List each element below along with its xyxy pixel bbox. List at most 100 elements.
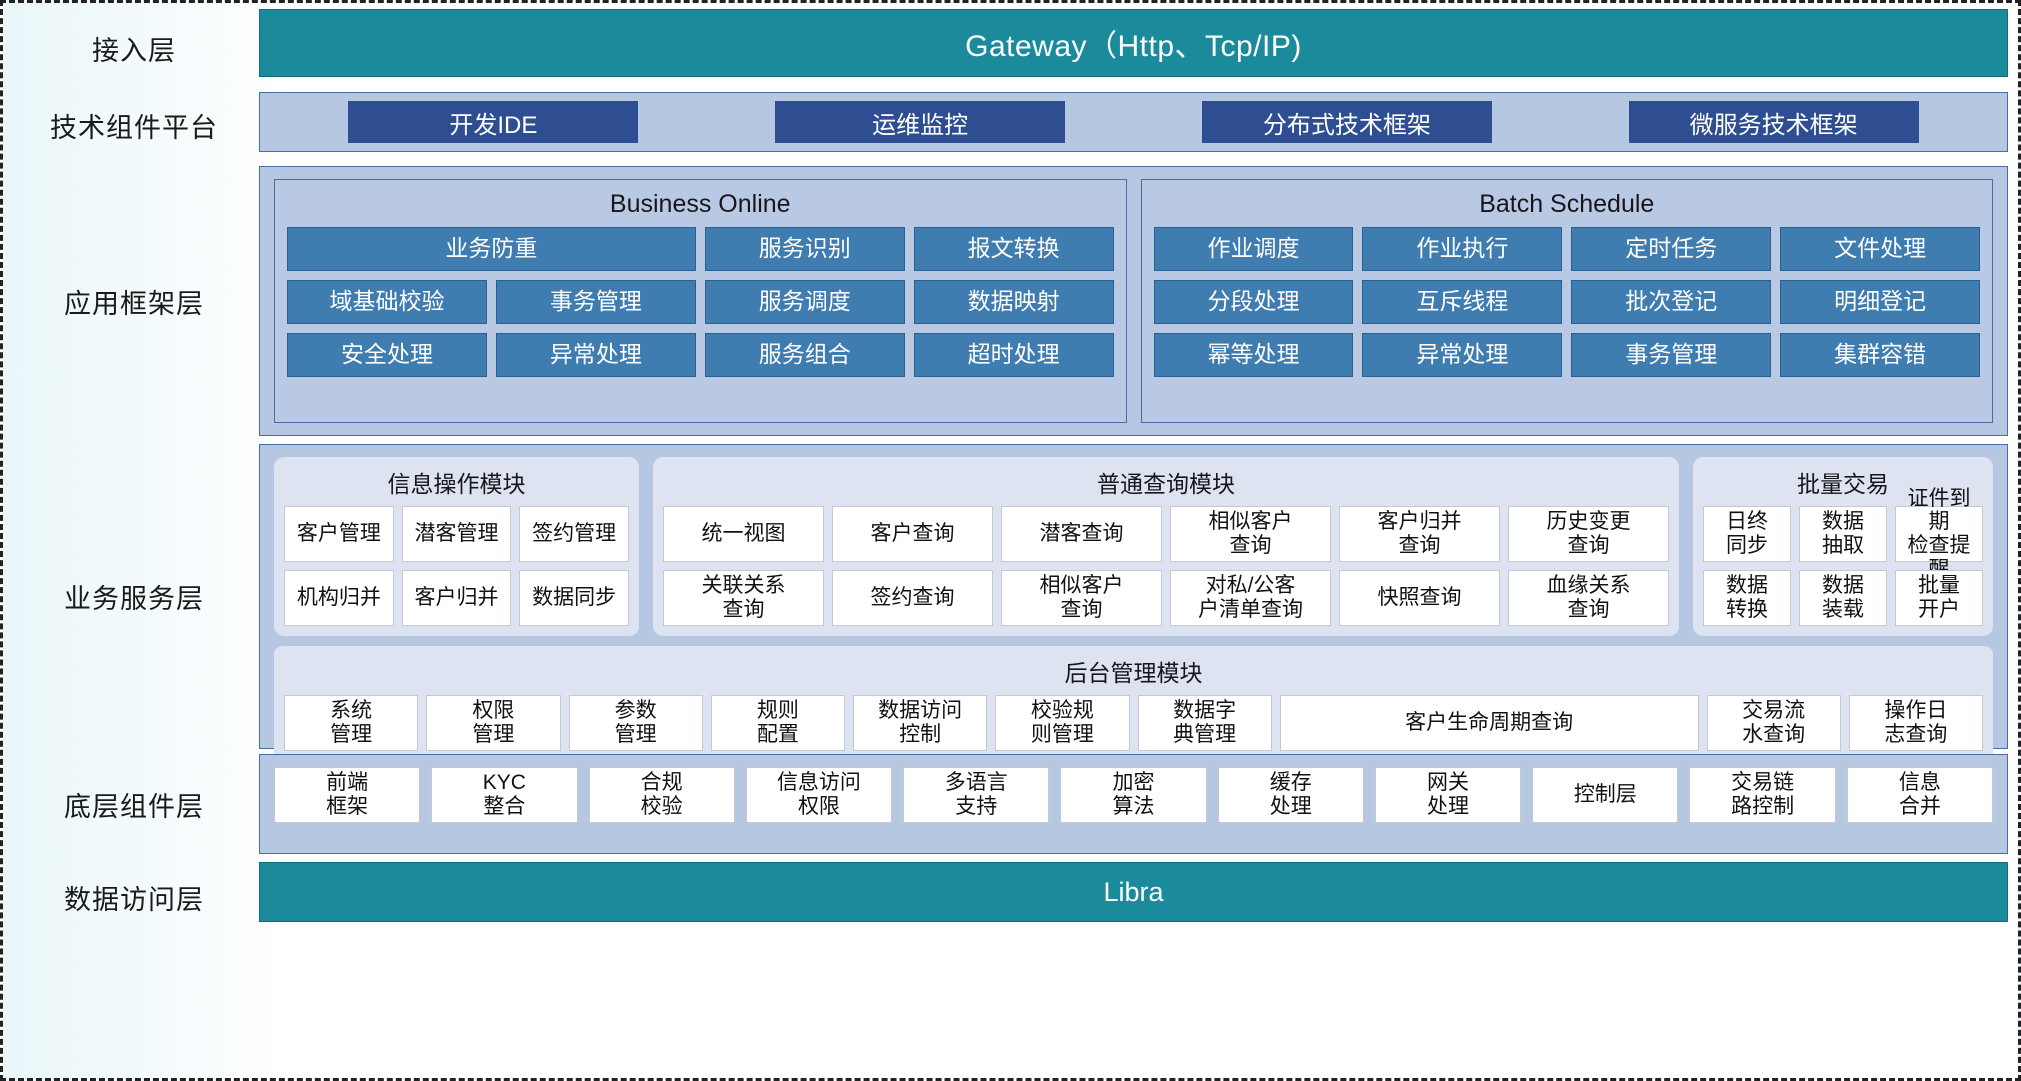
query-cell-0[interactable]: 统一视图	[663, 506, 824, 562]
bo-cell-9[interactable]: 服务组合	[704, 333, 905, 377]
backend-cell-0[interactable]: 系统管理	[284, 695, 419, 751]
business-online-grid: 业务防重服务识别报文转换域基础校验事务管理服务调度数据映射安全处理异常处理服务组…	[287, 227, 1114, 377]
tech-chip-distributed-framework[interactable]: 分布式技术框架	[1201, 101, 1492, 143]
info-cell-1[interactable]: 潜客管理	[401, 506, 512, 562]
base-cell-7[interactable]: 网关处理	[1374, 767, 1522, 823]
base-cell-6[interactable]: 缓存处理	[1217, 767, 1364, 823]
query-cell-11[interactable]: 血缘关系查询	[1508, 570, 1669, 626]
row-label-data-access: 数据访问层	[64, 884, 204, 915]
bo-cell-0[interactable]: 业务防重	[287, 227, 696, 271]
bs-cell-1[interactable]: 作业执行	[1362, 227, 1563, 271]
bo-cell-1[interactable]: 服务识别	[704, 227, 905, 271]
module-info-operation: 信息操作模块 客户管理潜客管理签约管理机构归并客户归并数据同步	[274, 457, 639, 636]
base-cell-4[interactable]: 多语言支持	[903, 767, 1050, 823]
backend-cell-9[interactable]: 操作日志查询	[1848, 695, 1983, 751]
info-module-grid: 客户管理潜客管理签约管理机构归并客户归并数据同步	[284, 506, 629, 626]
base-cell-9[interactable]: 交易链路控制	[1689, 767, 1836, 823]
app-framework-row: 应用框架层 Business Online 业务防重服务识别报文转换域基础校验事…	[9, 166, 2008, 436]
bo-cell-6[interactable]: 数据映射	[913, 280, 1114, 324]
bo-cell-8[interactable]: 异常处理	[495, 333, 696, 377]
base-cell-3[interactable]: 信息访问权限	[745, 767, 893, 823]
query-cell-3[interactable]: 相似客户查询	[1170, 506, 1331, 562]
backend-cell-3[interactable]: 规则配置	[710, 695, 845, 751]
query-cell-10[interactable]: 快照查询	[1339, 570, 1500, 626]
query-cell-8[interactable]: 相似客户查询	[1001, 570, 1162, 626]
backend-cell-1[interactable]: 权限管理	[426, 695, 561, 751]
base-cell-2[interactable]: 合规校验	[588, 767, 735, 823]
bo-cell-5[interactable]: 服务调度	[704, 280, 905, 324]
trade-cell-3[interactable]: 数据转换	[1703, 570, 1791, 626]
batch-schedule-grid: 作业调度作业执行定时任务文件处理分段处理互斥线程批次登记明细登记幂等处理异常处理…	[1153, 227, 1980, 377]
trade-cell-5[interactable]: 批量开户	[1895, 570, 1983, 626]
query-cell-2[interactable]: 潜客查询	[1001, 506, 1162, 562]
module-title-batch-trade: 批量交易	[1797, 471, 1889, 497]
info-cell-2[interactable]: 签约管理	[519, 506, 629, 562]
module-title-backend-management: 后台管理模块	[1064, 660, 1203, 686]
row-label-app-framework: 应用框架层	[64, 288, 204, 319]
info-cell-0[interactable]: 客户管理	[284, 506, 394, 562]
query-cell-4[interactable]: 客户归并查询	[1339, 506, 1500, 562]
query-cell-1[interactable]: 客户查询	[832, 506, 993, 562]
tech-chip-microservice-framework[interactable]: 微服务技术框架	[1628, 101, 1919, 143]
batch-trade-grid: 日终同步数据抽取证件到期检查提醒数据转换数据装载批量开户	[1703, 487, 1983, 626]
bo-cell-10[interactable]: 超时处理	[913, 333, 1114, 377]
bs-cell-3[interactable]: 文件处理	[1780, 227, 1980, 271]
trade-cell-0[interactable]: 日终同步	[1703, 506, 1791, 562]
query-cell-9[interactable]: 对私/公客户清单查询	[1170, 570, 1331, 626]
backend-cell-6[interactable]: 数据字典管理	[1137, 695, 1272, 751]
row-label-business-service: 业务服务层	[64, 584, 204, 614]
tech-chip-ops-monitor[interactable]: 运维监控	[775, 101, 1066, 143]
info-cell-3[interactable]: 机构归并	[284, 570, 394, 626]
query-cell-6[interactable]: 关联关系查询	[663, 570, 824, 626]
base-cell-0[interactable]: 前端框架	[274, 767, 421, 823]
bo-cell-4[interactable]: 事务管理	[495, 280, 696, 324]
query-cell-5[interactable]: 历史变更查询	[1508, 506, 1669, 562]
panel-business-online: Business Online 业务防重服务识别报文转换域基础校验事务管理服务调…	[274, 179, 1127, 423]
query-cell-7[interactable]: 签约查询	[832, 570, 993, 626]
app-framework-band: Business Online 业务防重服务识别报文转换域基础校验事务管理服务调…	[259, 166, 2008, 436]
backend-cell-2[interactable]: 参数管理	[568, 695, 703, 751]
trade-cell-4[interactable]: 数据装载	[1799, 570, 1887, 626]
base-cell-8[interactable]: 控制层	[1532, 767, 1679, 823]
tech-platform-band: 开发IDE 运维监控 分布式技术框架 微服务技术框架	[259, 92, 2008, 152]
bo-cell-7[interactable]: 安全处理	[287, 333, 487, 377]
bs-cell-10[interactable]: 事务管理	[1571, 333, 1772, 377]
bs-cell-5[interactable]: 互斥线程	[1362, 280, 1563, 324]
bs-cell-7[interactable]: 明细登记	[1780, 280, 1980, 324]
bo-cell-2[interactable]: 报文转换	[913, 227, 1114, 271]
bs-cell-2[interactable]: 定时任务	[1571, 227, 1772, 271]
trade-cell-2[interactable]: 证件到期检查提醒	[1895, 487, 1983, 581]
business-service-band: 信息操作模块 客户管理潜客管理签约管理机构归并客户归并数据同步 普通查询模块 统…	[259, 444, 2008, 761]
trade-cell-1[interactable]: 数据抽取	[1799, 506, 1887, 562]
panel-title-business-online: Business Online	[609, 190, 791, 218]
bo-cell-3[interactable]: 域基础校验	[287, 280, 487, 324]
info-cell-5[interactable]: 数据同步	[519, 570, 629, 626]
info-cell-4[interactable]: 客户归并	[401, 570, 512, 626]
backend-cell-8[interactable]: 交易流水查询	[1706, 695, 1841, 751]
tech-platform-row: 技术组件平台 开发IDE 运维监控 分布式技术框架 微服务技术框架	[9, 92, 2008, 158]
bs-cell-11[interactable]: 集群容错	[1780, 333, 1980, 377]
module-batch-trade: 批量交易 日终同步数据抽取证件到期检查提醒数据转换数据装载批量开户	[1693, 457, 1993, 636]
bs-cell-8[interactable]: 幂等处理	[1153, 333, 1354, 377]
module-title-common-query: 普通查询模块	[1097, 471, 1235, 497]
module-title-info-operation: 信息操作模块	[387, 471, 526, 497]
base-cell-5[interactable]: 加密算法	[1060, 767, 1207, 823]
gateway-bar: Gateway（Http、Tcp/IP)	[259, 9, 2008, 77]
service-modules-row: 信息操作模块 客户管理潜客管理签约管理机构归并客户归并数据同步 普通查询模块 统…	[274, 457, 1993, 636]
libra-bar: Libra	[259, 862, 2008, 922]
bs-cell-6[interactable]: 批次登记	[1571, 280, 1772, 324]
backend-cell-5[interactable]: 校验规则管理	[995, 695, 1130, 751]
backend-cell-7[interactable]: 客户生命周期查询	[1279, 695, 1699, 751]
bs-cell-9[interactable]: 异常处理	[1362, 333, 1563, 377]
tech-chip-ide[interactable]: 开发IDE	[348, 101, 639, 143]
backend-cell-4[interactable]: 数据访问控制	[853, 695, 988, 751]
row-label-base-component: 底层组件层	[64, 791, 204, 822]
panel-batch-schedule: Batch Schedule 作业调度作业执行定时任务文件处理分段处理互斥线程批…	[1140, 179, 1993, 423]
row-label-access: 接入层	[92, 35, 176, 66]
bs-cell-4[interactable]: 分段处理	[1153, 280, 1354, 324]
base-cell-10[interactable]: 信息合并	[1846, 767, 1993, 823]
bs-cell-0[interactable]: 作业调度	[1153, 227, 1354, 271]
